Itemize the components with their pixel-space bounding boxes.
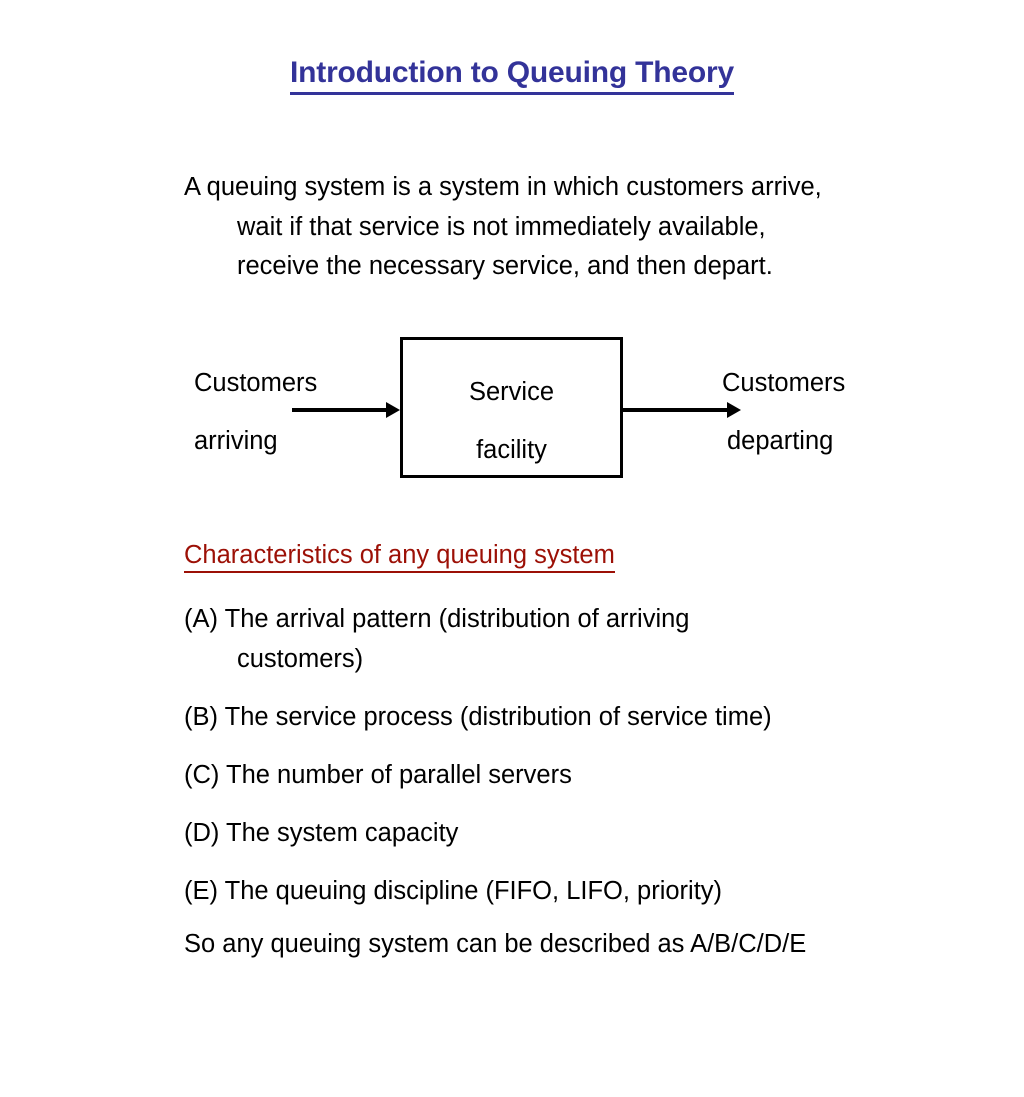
closing-statement: So any queuing system can be described a… [184, 930, 807, 958]
output-label-top: Customers [722, 369, 846, 397]
intro-line-3: receive the necessary service, and then … [237, 252, 773, 280]
list-item: (E) The queuing discipline (FIFO, LIFO, … [184, 872, 1014, 912]
list-item-label: (D) The system capacity [184, 818, 459, 847]
service-facility-box: Service facility [400, 337, 623, 478]
list-item: (D) The system capacity [184, 814, 1014, 854]
list-item-label: (B) The service process (distribution of… [184, 702, 772, 731]
queuing-system-diagram: Customers arriving Service facility Cust… [0, 330, 1024, 495]
intro-paragraph: A queuing system is a system in which cu… [184, 168, 1002, 287]
arrow-head [727, 402, 741, 418]
output-label-bottom: departing [727, 427, 834, 455]
page-title-text: Introduction to Queuing Theory [290, 57, 734, 95]
list-item: (A) The arrival pattern (distribution of… [184, 600, 1014, 679]
input-label-bottom: arriving [194, 427, 278, 455]
input-label-top: Customers [194, 369, 318, 397]
list-item-label: (A) The arrival pattern (distribution of… [184, 605, 690, 633]
arrow-right-icon-in [292, 402, 400, 418]
list-item: (B) The service process (distribution of… [184, 698, 1014, 738]
page-title: Introduction to Queuing Theory [0, 56, 1024, 95]
characteristics-list: (A) The arrival pattern (distribution of… [184, 600, 1014, 930]
arrow-right-icon-out [623, 402, 743, 418]
list-item-label: (C) The number of parallel servers [184, 760, 572, 789]
service-facility-label-line-2: facility [476, 436, 547, 464]
arrow-shaft [623, 408, 729, 412]
list-item-wrap: customers) [237, 644, 364, 673]
list-item: (C) The number of parallel servers [184, 756, 1014, 796]
intro-line-1: A queuing system is a system in which cu… [184, 173, 822, 201]
intro-line-2: wait if that service is not immediately … [237, 212, 766, 241]
service-facility-label-line-1: Service [468, 378, 555, 406]
characteristics-heading: Characteristics of any queuing system [184, 542, 615, 573]
characteristics-heading-text: Characteristics of any queuing system [184, 542, 615, 573]
arrow-head [386, 402, 400, 418]
list-item-label: (E) The queuing discipline (FIFO, LIFO, … [184, 876, 723, 905]
arrow-shaft [292, 408, 388, 412]
